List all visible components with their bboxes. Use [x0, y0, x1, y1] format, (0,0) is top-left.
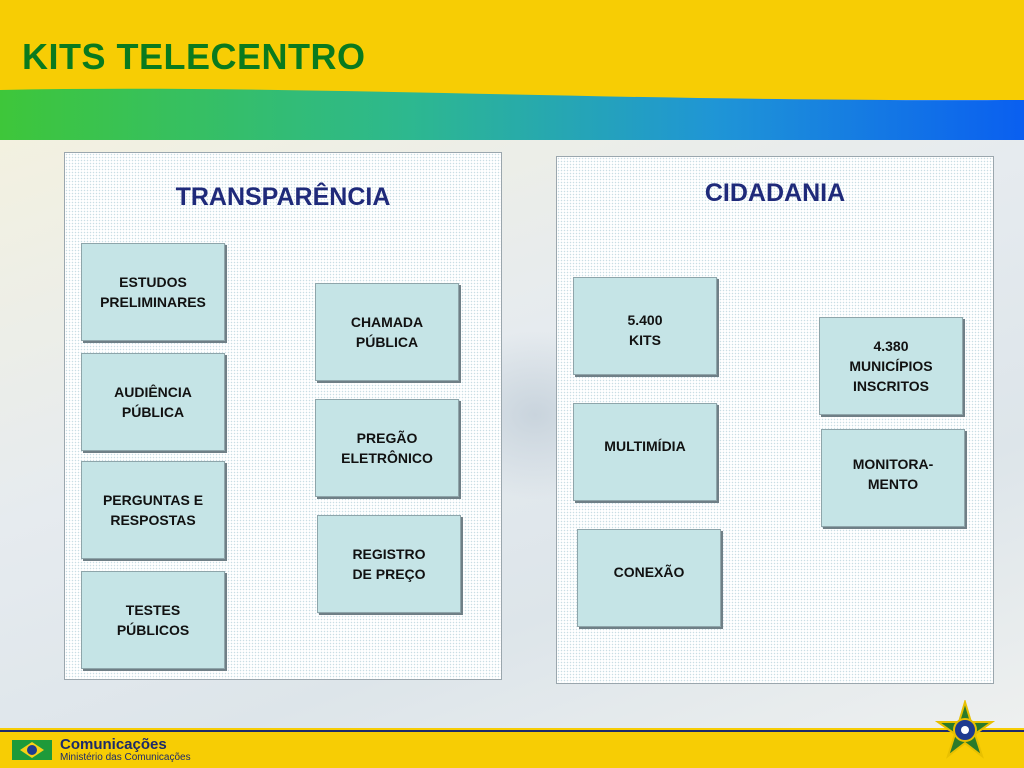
panel-cidadania: CIDADANIA 5.400 KITS MULTIMÍDIA CONEXÃO … [556, 156, 994, 684]
panel-title-transparencia: TRANSPARÊNCIA [175, 183, 391, 211]
header-bar [0, 0, 1024, 100]
box-testes-publicos: TESTES PÚBLICOS [81, 571, 225, 669]
box-registro-preco: REGISTRO DE PREÇO [317, 515, 461, 613]
panel-title-cidadania: CIDADANIA [704, 179, 846, 207]
box-multimidia: MULTIMÍDIA [573, 403, 717, 501]
brazil-flag-icon [12, 740, 52, 760]
panel-transparencia: TRANSPARÊNCIA ESTUDOS PRELIMINARES AUDIÊ… [64, 152, 502, 680]
box-monitoramento: MONITORA- MENTO [821, 429, 965, 527]
footer-bar [0, 728, 1024, 768]
box-conexao: CONEXÃO [577, 529, 721, 627]
page-title: KITS TELECENTRO [22, 36, 366, 77]
box-chamada-publica: CHAMADA PÚBLICA [315, 283, 459, 381]
footer-brand: Comunicações [60, 736, 167, 753]
footer-divider [0, 730, 1024, 732]
box-pregao-eletronico: PREGÃO ELETRÔNICO [315, 399, 459, 497]
footer-subtitle: Ministério das Comunicações [60, 752, 191, 763]
box-kits: 5.400 KITS [573, 277, 717, 375]
box-audiencia-publica: AUDIÊNCIA PÚBLICA [81, 353, 225, 451]
coat-of-arms-icon [934, 700, 996, 759]
box-perguntas-respostas: PERGUNTAS E RESPOSTAS [81, 461, 225, 559]
box-municipios-inscritos: 4.380 MUNICÍPIOS INSCRITOS [819, 317, 963, 415]
box-estudos-preliminares: ESTUDOS PRELIMINARES [81, 243, 225, 341]
